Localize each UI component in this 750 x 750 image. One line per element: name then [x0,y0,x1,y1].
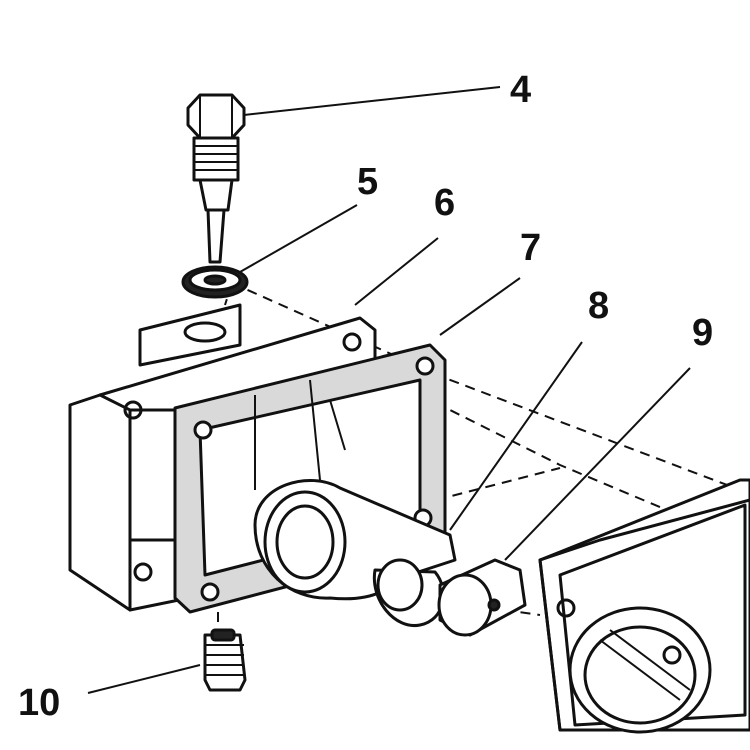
callout-labels: 4 5 6 7 8 9 10 [18,69,713,724]
callout-5: 5 [357,161,378,203]
callout-4: 4 [510,69,531,111]
callout-8: 8 [588,285,609,327]
washer-5 [181,265,249,299]
housing-block [538,478,750,734]
callout-9: 9 [692,312,713,354]
bolt-4 [186,93,246,264]
pivot-block-9 [437,558,527,637]
leader-lines [87,86,691,694]
callout-7: 7 [520,227,541,269]
plug-10 [203,628,247,692]
callout-10: 10 [18,682,60,724]
lever-8 [253,479,457,627]
callout-6: 6 [434,182,455,224]
